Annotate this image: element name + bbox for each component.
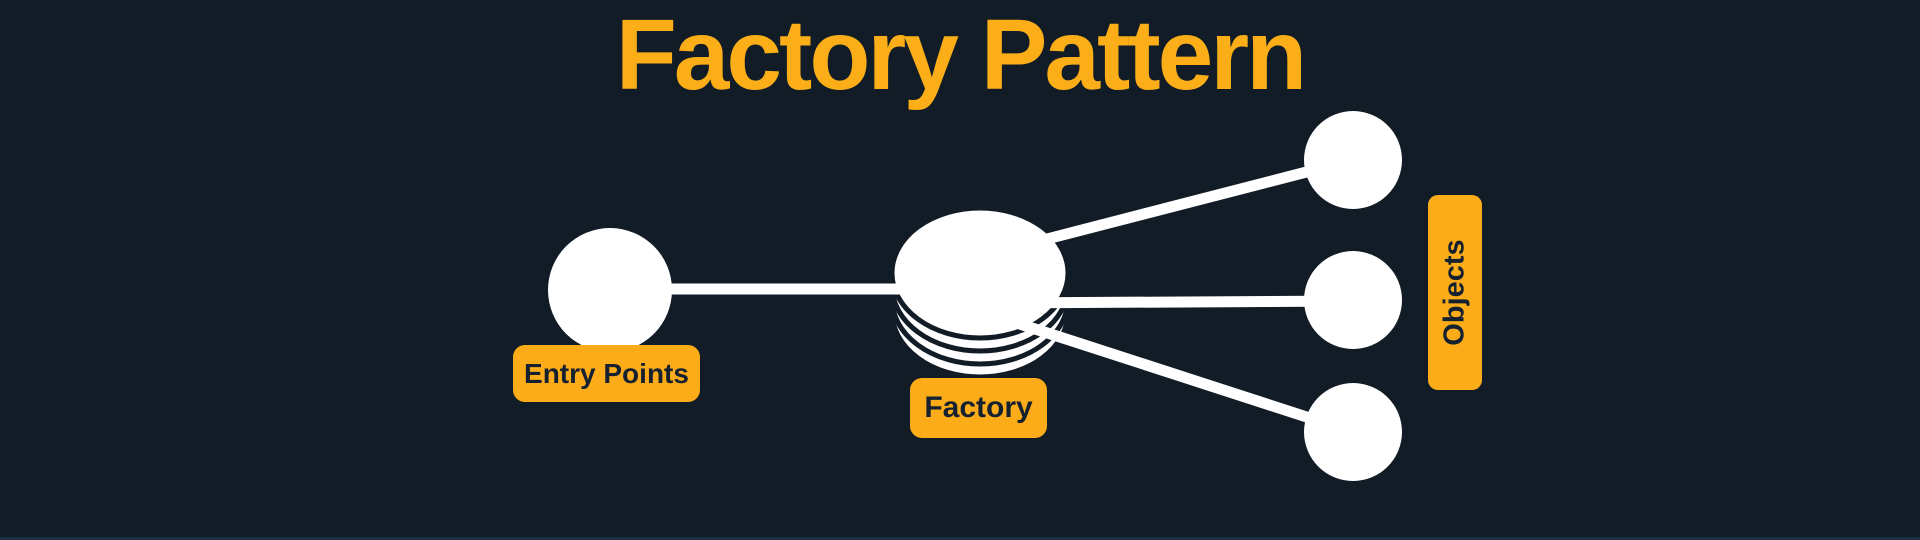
factory-node bbox=[889, 205, 1071, 341]
bottom-edge-line bbox=[0, 537, 1920, 540]
connector-factory-to-object-1 bbox=[983, 154, 1355, 261]
factory-label: Factory bbox=[910, 378, 1047, 438]
connector-factory-to-object-2 bbox=[999, 295, 1354, 309]
object-node-3 bbox=[1304, 383, 1402, 481]
object-node-1 bbox=[1304, 111, 1402, 209]
objects-label: Objects bbox=[1428, 195, 1482, 390]
entry-point-node bbox=[548, 228, 672, 352]
objects-label-text: Objects bbox=[1438, 239, 1471, 346]
connector-factory-to-object-3 bbox=[993, 310, 1355, 438]
factory-label-text: Factory bbox=[924, 391, 1033, 424]
entry-points-label-text: Entry Points bbox=[524, 357, 689, 389]
object-node-2 bbox=[1304, 251, 1402, 349]
page-title: Factory Pattern bbox=[615, 0, 1308, 111]
entry-points-label: Entry Points bbox=[513, 345, 700, 402]
